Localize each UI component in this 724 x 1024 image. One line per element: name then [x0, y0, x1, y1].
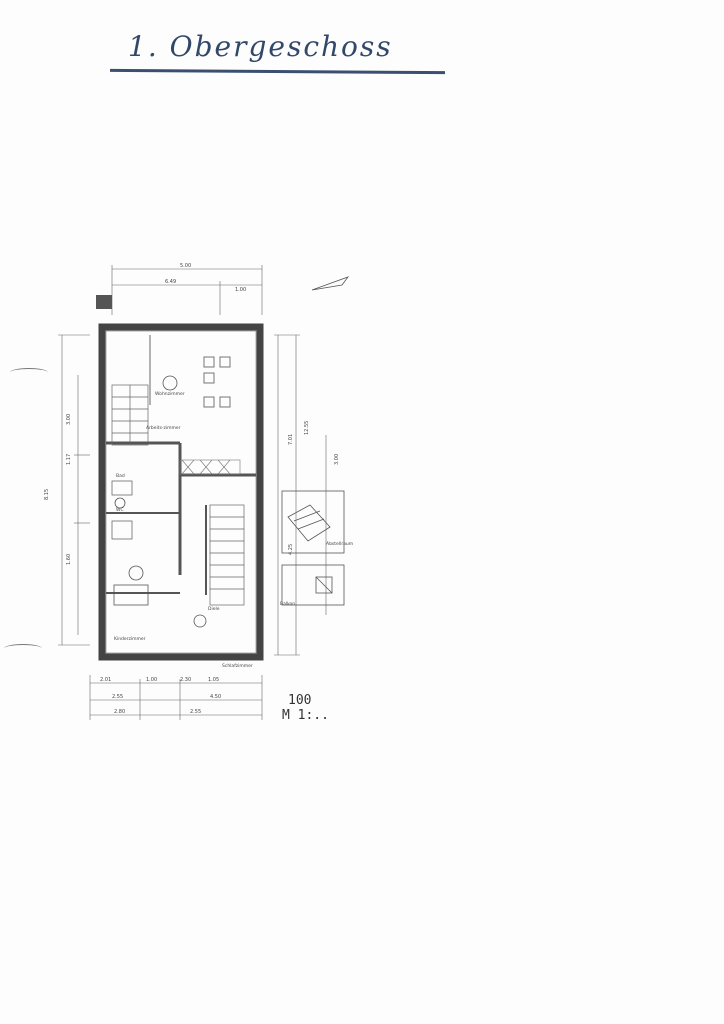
floor-plan-drawing: 5.00 6.49 1.00: [44, 263, 353, 720]
right-dimension-lines: [274, 334, 327, 656]
dim-right-4: 3.00: [334, 454, 340, 465]
outer-wall: [98, 323, 264, 661]
room-label-5: Kinderzimmer: [114, 636, 146, 642]
binder-hole-mark-bottom: [4, 644, 42, 653]
dim-left-1: 8.15: [44, 489, 50, 500]
staircase-lower: [209, 504, 245, 606]
scale-number: 100: [288, 693, 312, 708]
room-label-3: Bad: [116, 473, 125, 479]
dim-top-1: 5.00: [180, 263, 191, 269]
dim-bottom-6: 4.50: [210, 694, 221, 700]
dim-bottom-4: 1.05: [208, 677, 219, 683]
room-label-1: Wohnzimmer: [155, 391, 185, 397]
dim-top-3: 1.00: [235, 287, 246, 293]
north-arrow-icon: [311, 276, 350, 291]
room-label-2: Arbeits-zimmer: [146, 425, 181, 431]
dim-top-2: 6.49: [165, 279, 176, 285]
dim-right-2: 12.55: [304, 421, 310, 435]
dim-left-2: 3.00: [66, 414, 72, 425]
dim-right-1: 7.01: [288, 434, 294, 445]
bottom-dimension-lines: [89, 675, 263, 720]
dim-bottom-7: 2.80: [114, 709, 125, 715]
scale-label: M 1:..: [282, 708, 329, 723]
dim-bottom-2: 1.00: [146, 677, 157, 683]
dim-left-3: 1.17: [66, 454, 72, 465]
hatched-band: [179, 459, 241, 475]
dim-bottom-5: 2.55: [112, 694, 123, 700]
room-label-9: Abstellraum: [326, 541, 353, 547]
staircase-upper: [111, 384, 149, 446]
handwritten-heading: 1. Obergeschoss: [128, 30, 393, 63]
binder-hole-mark-top: [10, 368, 48, 377]
left-dimension-lines: [58, 334, 90, 646]
dim-bottom-3: 2.30: [180, 677, 191, 683]
room-label-4: WC: [116, 507, 124, 513]
dim-bottom-8: 2.55: [190, 709, 201, 715]
furniture: [113, 356, 231, 628]
room-label-8: Balkon: [280, 601, 295, 607]
room-label-6: Diele: [208, 606, 220, 612]
balcony-detail: [281, 490, 345, 606]
heading-underline: [109, 68, 446, 75]
dim-bottom-1: 2.01: [100, 677, 111, 683]
room-label-7: Schlafzimmer: [222, 663, 253, 669]
dim-left-4: 1.60: [66, 554, 72, 565]
bathroom-fixtures: [111, 480, 133, 540]
dim-right-3: 4.25: [288, 544, 294, 555]
